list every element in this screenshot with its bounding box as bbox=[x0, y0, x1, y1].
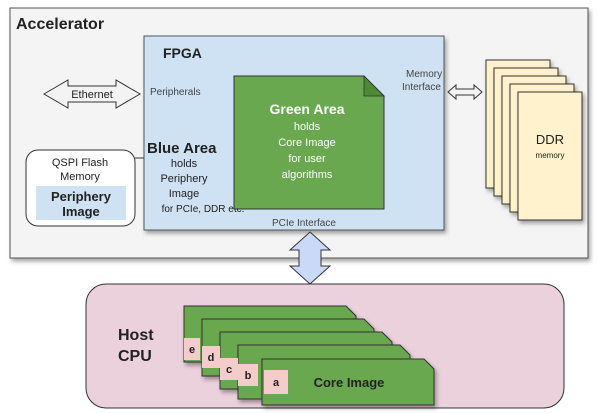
green-area-fold bbox=[363, 75, 385, 97]
ddr-card-5 bbox=[517, 91, 583, 221]
core-tab-d-label: d bbox=[208, 352, 215, 364]
fpga-title: FPGA bbox=[163, 45, 202, 61]
core-tab-a-label: a bbox=[273, 377, 280, 389]
green-area-line-1: holds bbox=[294, 121, 321, 133]
green-area-box bbox=[233, 75, 385, 210]
ethernet-arrow bbox=[43, 79, 141, 109]
ddr-stack bbox=[485, 59, 583, 221]
accelerator-title: Accelerator bbox=[16, 16, 104, 33]
ddr-subtitle: memory bbox=[536, 151, 565, 160]
host-title-line-1: Host bbox=[118, 327, 154, 344]
host-title-line-2: CPU bbox=[118, 348, 152, 365]
green-area-line-4: algorithms bbox=[282, 169, 333, 181]
core-tab-e-label: e bbox=[189, 344, 195, 356]
core-tab-c bbox=[220, 358, 238, 380]
pcie-interface-label: PCIe Interface bbox=[272, 218, 336, 229]
peripherals-label: Peripherals bbox=[150, 87, 201, 98]
qspi-periphery-image-box bbox=[36, 186, 126, 220]
blue-area-title: Blue Area bbox=[147, 140, 217, 157]
blue-area-line-2: Periphery bbox=[160, 173, 208, 185]
blue-area-line-4: for PCIe, DDR etc. bbox=[162, 204, 245, 215]
green-area-title: Green Area bbox=[270, 101, 345, 117]
core-tab-c-label: c bbox=[226, 364, 232, 376]
core-tab-b bbox=[238, 364, 258, 386]
core-tab-a bbox=[264, 370, 288, 394]
memory-interface-arrow bbox=[447, 83, 483, 101]
blue-area-line-3: Image bbox=[169, 188, 200, 200]
ddr-title: DDR bbox=[536, 132, 564, 147]
qspi-line-2: Memory bbox=[60, 171, 100, 183]
core-tab-b-label: b bbox=[245, 370, 252, 382]
qspi-line-1: QSPI Flash bbox=[52, 157, 108, 169]
core-tab-d bbox=[202, 346, 220, 368]
green-area-line-2: Core Image bbox=[278, 137, 335, 149]
core-tab-e bbox=[184, 338, 200, 360]
blue-area-line-1: holds bbox=[171, 158, 198, 170]
ethernet-label: Ethernet bbox=[71, 89, 113, 101]
memory-interface-line-1: Memory bbox=[406, 69, 442, 80]
qspi-image-line-2: Image bbox=[62, 204, 100, 219]
core-image-label: Core Image bbox=[314, 375, 385, 390]
qspi-image-line-1: Periphery bbox=[51, 189, 112, 204]
green-area-line-3: for user bbox=[288, 153, 326, 165]
memory-interface-line-2: Interface bbox=[402, 82, 441, 93]
core-image-card-a bbox=[261, 358, 435, 406]
